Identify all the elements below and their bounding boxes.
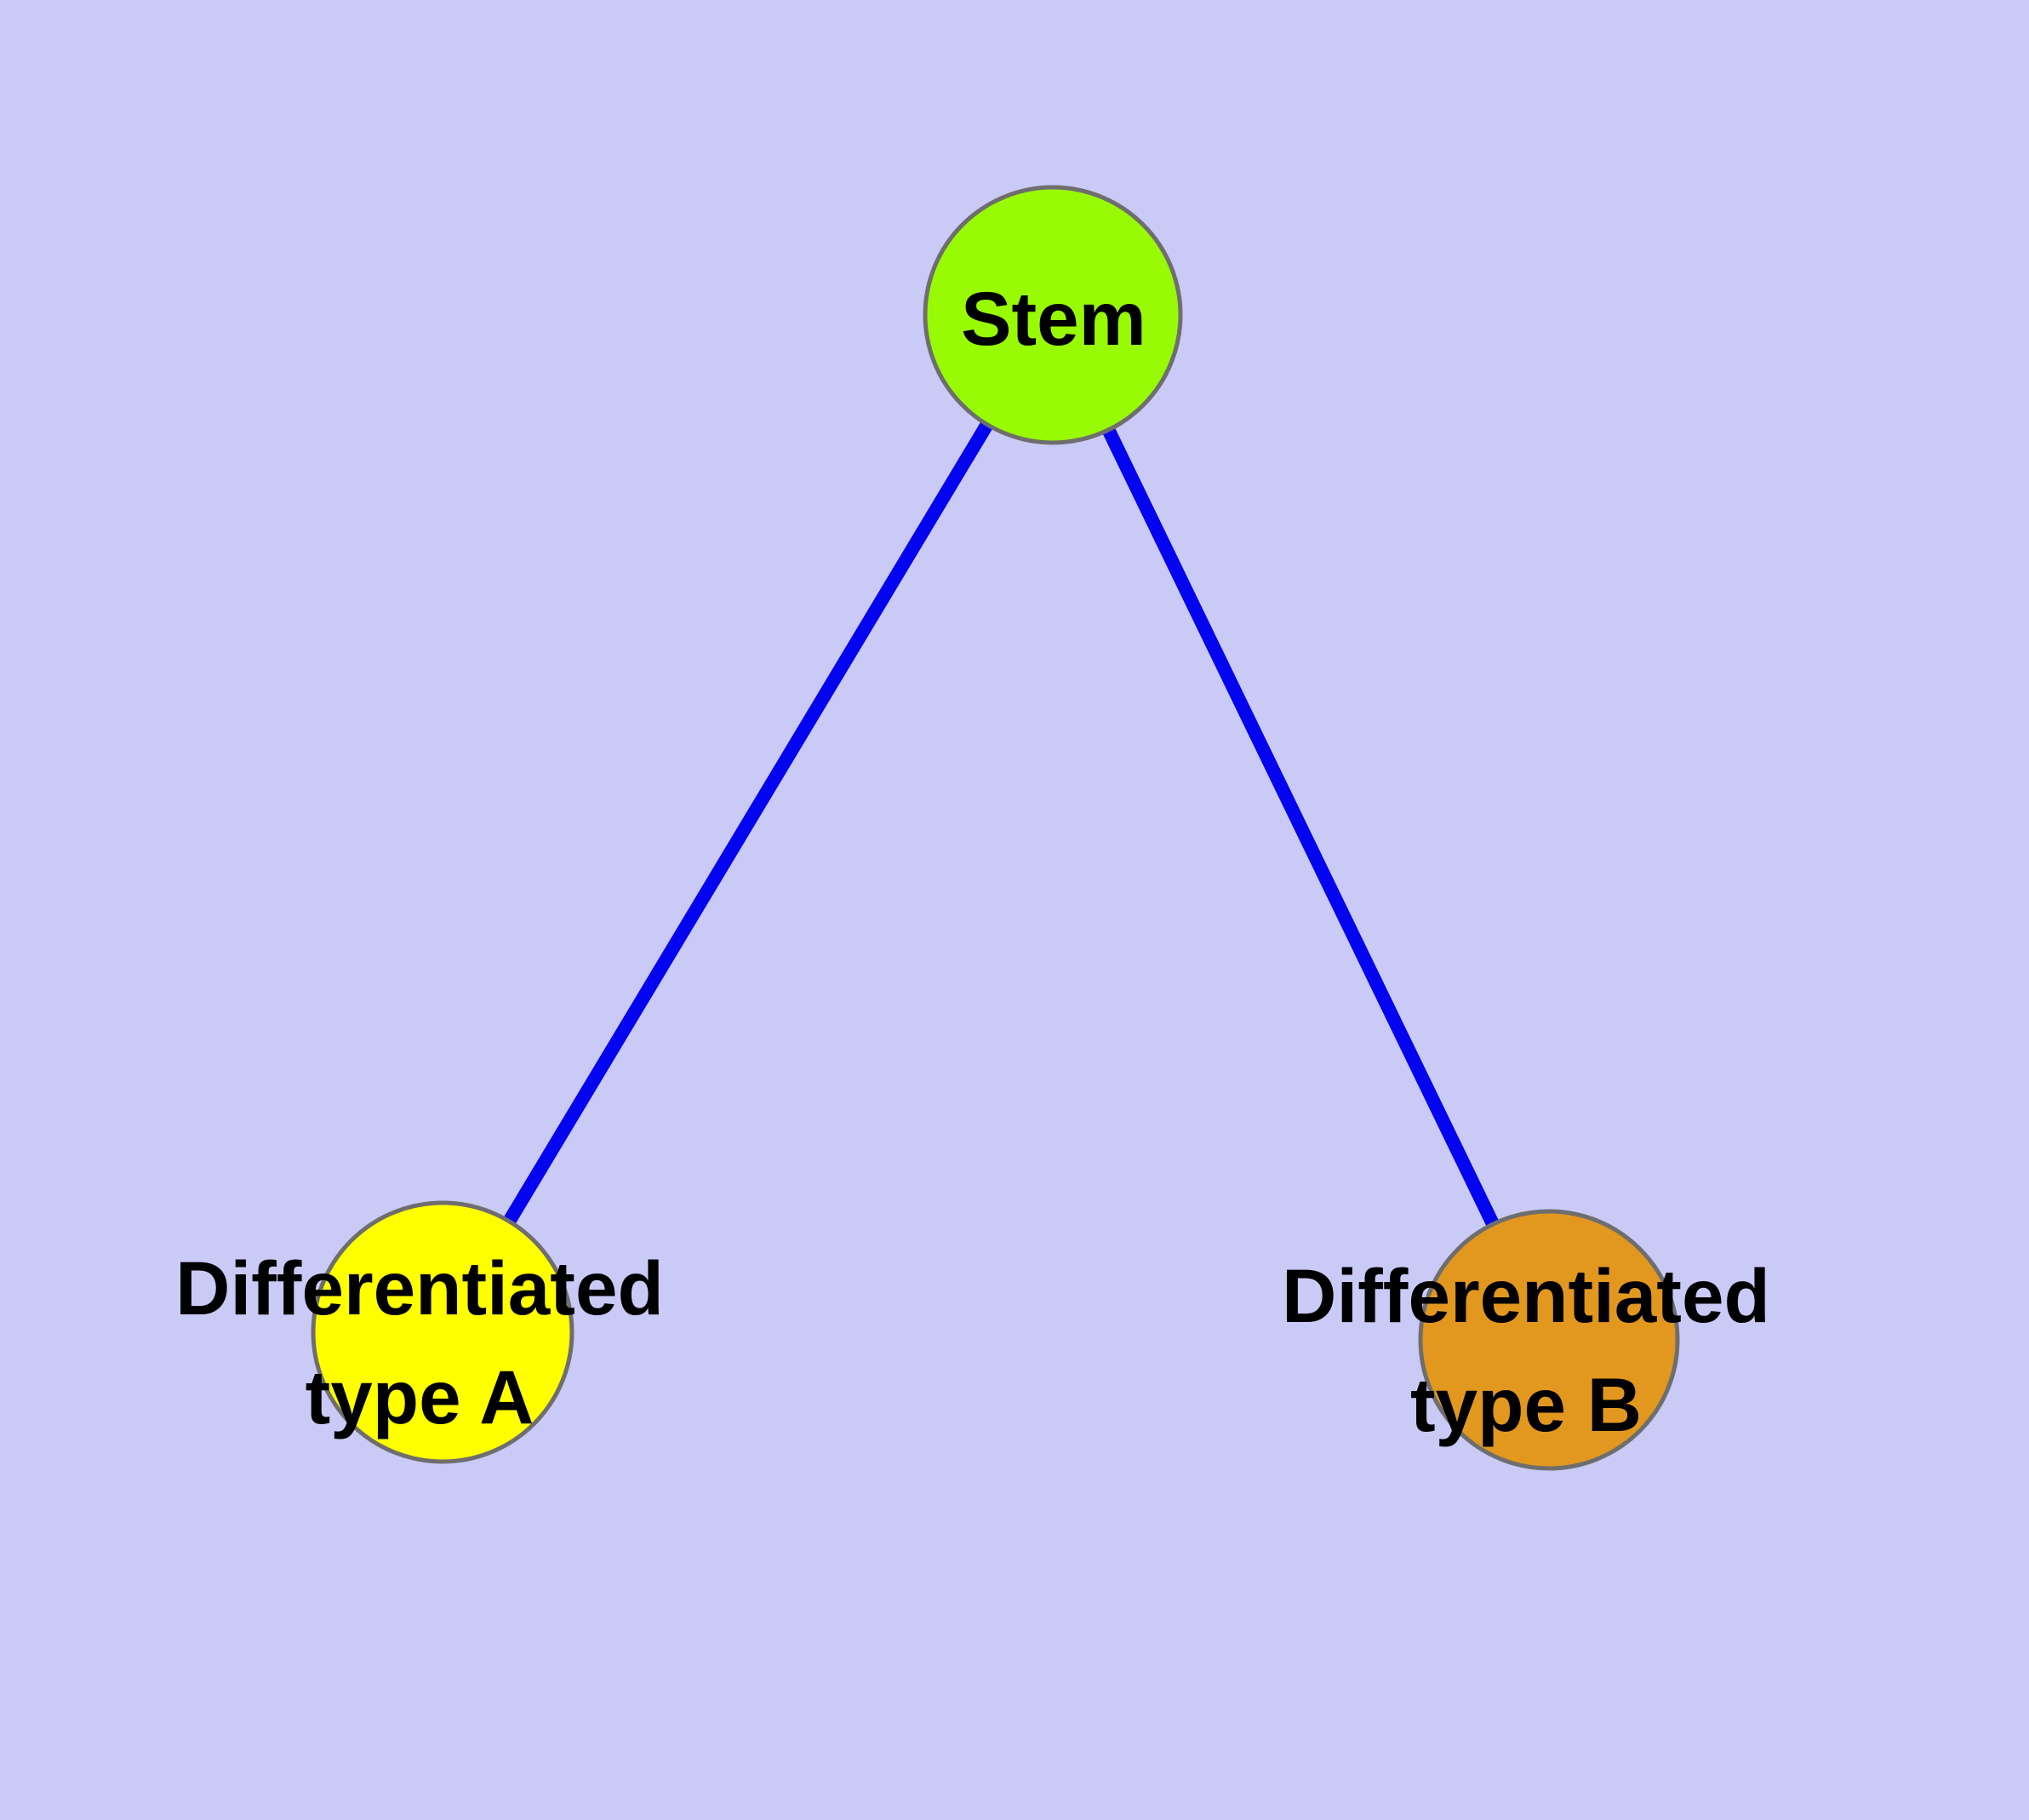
node-label-line: type B [1410, 1362, 1642, 1447]
node-label-line: Stem [961, 276, 1146, 361]
edge-stem-typeA [437, 311, 1059, 1336]
node-label-stem: Stem [961, 276, 1146, 361]
edge-stem-typeB [1046, 312, 1556, 1343]
node-label-line: Differentiated [175, 1245, 664, 1331]
node-label-line: Differentiated [1282, 1253, 1770, 1338]
node-label-typeB: Differentiated type B [1282, 1253, 1770, 1447]
node-label-typeA: Differentiated type A [175, 1245, 664, 1439]
node-circle-stem [923, 185, 1183, 445]
node-circle-typeA [311, 1200, 574, 1464]
node-label-line: type A [306, 1354, 534, 1439]
node-circle-typeB [1418, 1209, 1680, 1471]
